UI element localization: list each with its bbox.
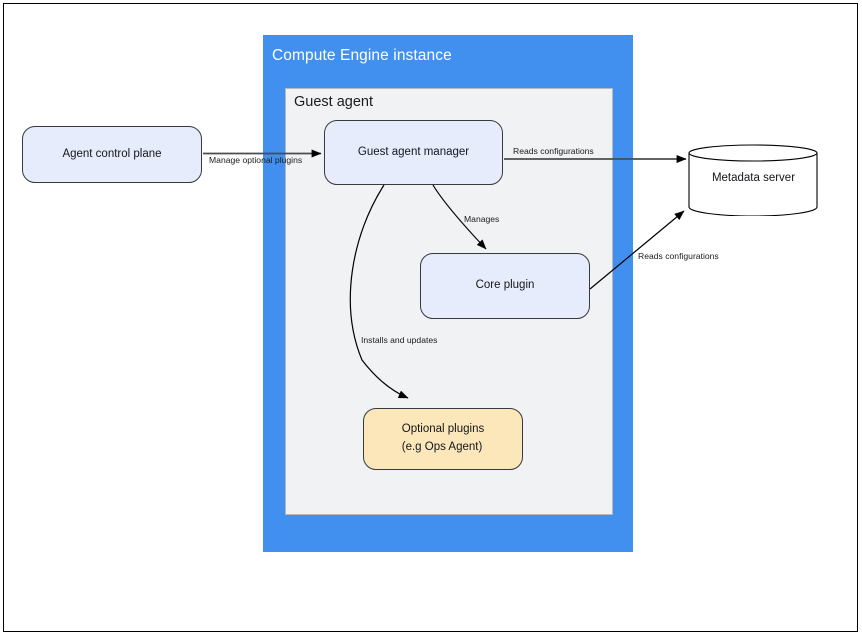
node-core-plugin-label: Core plugin	[475, 279, 535, 292]
node-agent-control-plane-label: Agent control plane	[62, 147, 162, 160]
node-core-plugin[interactable]: Core plugin	[420, 253, 590, 319]
edge-label-installs-and-updates: Installs and updates	[361, 335, 438, 345]
container-guest-agent-label: Guest agent	[294, 94, 373, 110]
edge-label-reads-configurations-core: Reads configurations	[638, 251, 719, 261]
node-optional-plugins-label-line2: (e.g Ops Agent)	[401, 441, 483, 453]
node-optional-plugins[interactable]: Optional plugins (e.g Ops Agent)	[363, 408, 523, 470]
node-metadata-server[interactable]	[688, 144, 819, 216]
edge-label-reads-configurations-manager: Reads configurations	[513, 146, 594, 156]
node-guest-agent-manager[interactable]: Guest agent manager	[324, 120, 503, 185]
diagram-outer-frame	[3, 3, 858, 632]
node-agent-control-plane[interactable]: Agent control plane	[22, 126, 202, 183]
node-guest-agent-manager-label: Guest agent manager	[357, 145, 470, 158]
container-compute-engine-instance-label: Compute Engine instance	[272, 47, 452, 64]
edge-label-manage-optional-plugins: Manage optional plugins	[209, 155, 303, 165]
edge-label-manages: Manages	[464, 214, 500, 224]
node-optional-plugins-label-line1: Optional plugins	[401, 423, 485, 436]
